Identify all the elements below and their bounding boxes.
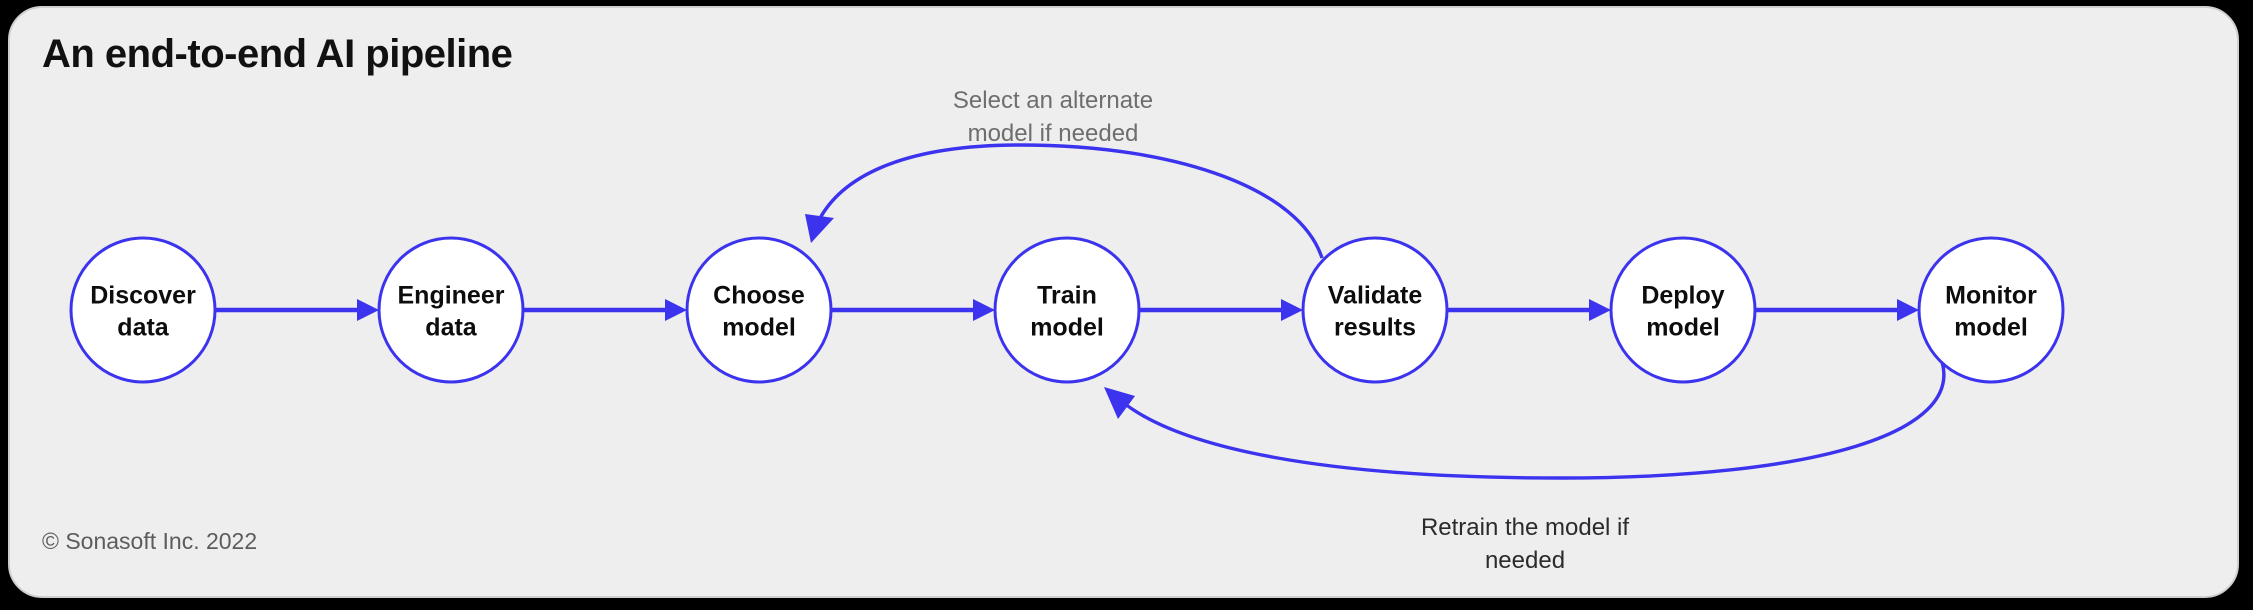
- annotation-top-line2: model if needed: [968, 120, 1139, 147]
- node-choose-model[interactable]: Choose model: [685, 236, 833, 384]
- node-label-line2: model: [722, 314, 796, 342]
- node-discover-data[interactable]: Discover data: [69, 236, 217, 384]
- annotation-retrain-model: Retrain the model if needed: [1421, 514, 1629, 574]
- node-label-line2: model: [1954, 314, 2028, 342]
- node-label-line2: data: [117, 314, 170, 342]
- node-engineer-data[interactable]: Engineer data: [377, 236, 525, 384]
- node-label-line1: Validate: [1328, 282, 1423, 310]
- edge-engineer-to-choose: [523, 299, 687, 321]
- node-label-line2: results: [1334, 314, 1416, 342]
- node-monitor-model[interactable]: Monitor model: [1917, 236, 2065, 384]
- node-label-line1: Monitor: [1945, 282, 2037, 310]
- node-label-line1: Discover: [90, 282, 196, 310]
- annotation-bottom-line1: Retrain the model if: [1421, 514, 1629, 541]
- node-label-line2: model: [1030, 314, 1104, 342]
- node-validate-results[interactable]: Validate results: [1301, 236, 1449, 384]
- node-label-line1: Engineer: [398, 282, 505, 310]
- annotation-bottom-line2: needed: [1485, 547, 1565, 574]
- edge-train-to-validate: [1139, 299, 1303, 321]
- node-label-line1: Choose: [713, 282, 805, 310]
- pipeline-nodes: Discover data Engineer data Choose model…: [69, 236, 2065, 384]
- node-label-line1: Deploy: [1641, 282, 1724, 310]
- edge-discover-to-engineer: [215, 299, 379, 321]
- copyright-text: © Sonasoft Inc. 2022: [42, 528, 258, 554]
- edge-validate-back-to-choose: [805, 143, 1324, 259]
- annotation-top-line1: Select an alternate: [953, 87, 1153, 114]
- node-train-model[interactable]: Train model: [993, 236, 1141, 384]
- page-title: An end-to-end AI pipeline: [42, 32, 513, 76]
- edge-validate-to-deploy: [1447, 299, 1611, 321]
- node-label-line2: model: [1646, 314, 1720, 342]
- edge-choose-to-train: [831, 299, 995, 321]
- flow-arrows: [215, 299, 1919, 321]
- edge-deploy-to-monitor: [1755, 299, 1919, 321]
- node-label-line2: data: [425, 314, 478, 342]
- annotation-select-alternate-model: Select an alternate model if needed: [953, 87, 1153, 147]
- edge-monitor-back-to-train: [1104, 361, 1946, 480]
- node-label-line1: Train: [1037, 282, 1097, 310]
- node-deploy-model[interactable]: Deploy model: [1609, 236, 1757, 384]
